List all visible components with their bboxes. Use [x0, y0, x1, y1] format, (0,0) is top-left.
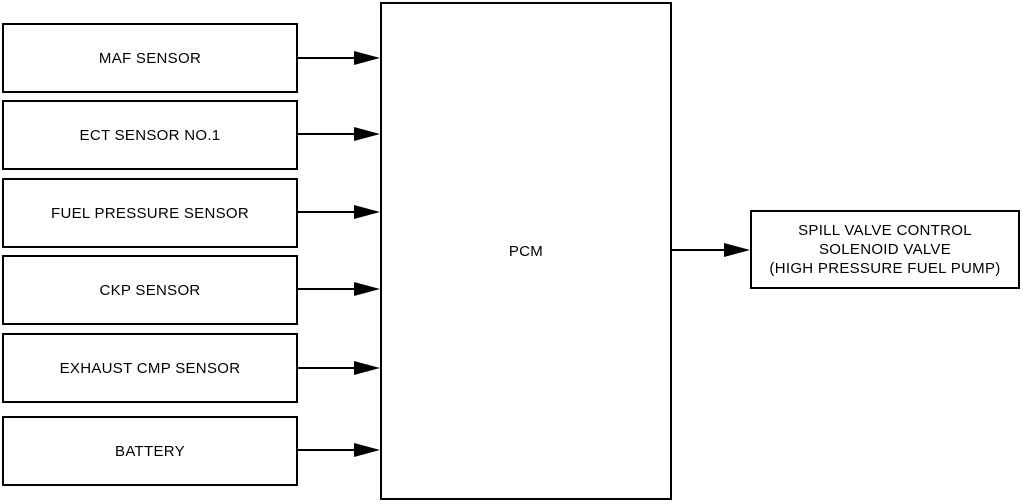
arrow-shaft	[298, 367, 354, 369]
input-label: BATTERY	[115, 442, 185, 460]
arrow-shaft	[298, 288, 354, 290]
output-label-line1: SPILL VALVE CONTROL	[798, 222, 972, 239]
arrowhead-icon	[354, 361, 380, 375]
output-label-line2: SOLENOID VALVE	[818, 241, 952, 258]
input-label: ECT SENSOR NO.1	[79, 126, 221, 144]
input-label: EXHAUST CMP SENSOR	[59, 359, 241, 377]
arrowhead-icon	[354, 205, 380, 219]
arrowhead-icon	[354, 51, 380, 65]
arrowhead-icon	[354, 127, 380, 141]
input-label: FUEL PRESSURE SENSOR	[51, 204, 249, 222]
input-box-ect-sensor-no1: ECT SENSOR NO.1	[2, 100, 298, 170]
input-label: CKP SENSOR	[99, 281, 201, 299]
arrowhead-icon	[354, 443, 380, 457]
pcm-label: PCM	[508, 242, 544, 260]
input-box-exhaust-cmp-sensor: EXHAUST CMP SENSOR	[2, 333, 298, 403]
input-box-battery: BATTERY	[2, 416, 298, 486]
arrow-shaft	[672, 249, 724, 251]
arrow-shaft	[298, 449, 354, 451]
arrowhead-icon	[354, 282, 380, 296]
input-box-maf-sensor: MAF SENSOR	[2, 23, 298, 93]
output-box-spill-valve-control-solenoid: SPILL VALVE CONTROL SOLENOID VALVE (HIGH…	[750, 210, 1020, 289]
output-label-line3: (HIGH PRESSURE FUEL PUMP)	[769, 260, 1001, 277]
input-box-ckp-sensor: CKP SENSOR	[2, 255, 298, 325]
arrow-shaft	[298, 211, 354, 213]
arrow-shaft	[298, 57, 354, 59]
input-label: MAF SENSOR	[98, 49, 202, 67]
pcm-box: PCM	[380, 2, 672, 500]
input-box-fuel-pressure-sensor: FUEL PRESSURE SENSOR	[2, 178, 298, 248]
arrowhead-icon	[724, 243, 750, 257]
arrow-shaft	[298, 133, 354, 135]
